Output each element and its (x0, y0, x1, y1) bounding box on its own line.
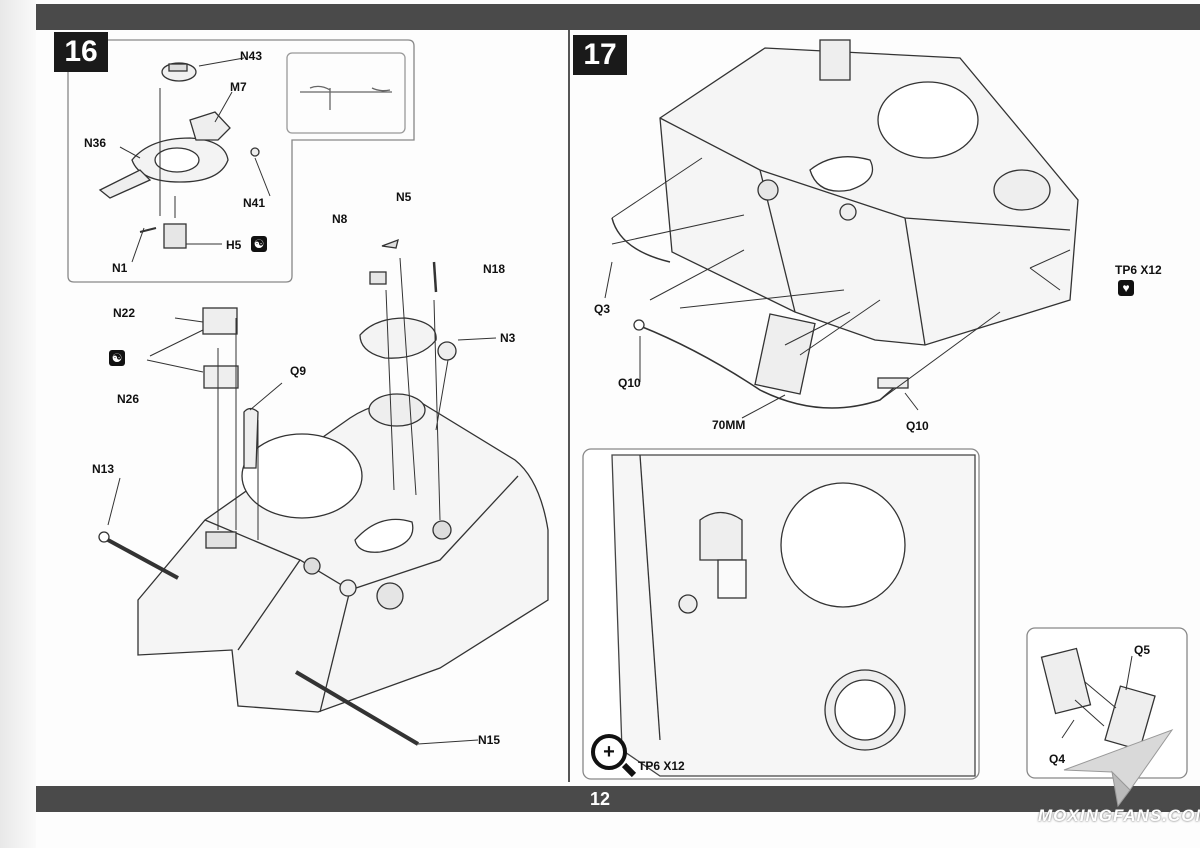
step16-inset-box (286, 52, 406, 134)
top-banner (36, 4, 1200, 30)
part-label-q10-right: Q10 (906, 419, 929, 433)
part-label-n15: N15 (478, 733, 501, 747)
part-label-n3: N3 (500, 331, 516, 345)
part-label-n26: N26 (117, 392, 140, 406)
part-label-n43: N43 (240, 49, 263, 63)
part-label-q10-left: Q10 (618, 376, 641, 390)
page-binding-edge (0, 0, 36, 848)
broken-heart-icon: ♥ (1118, 280, 1134, 296)
part-label-n22: N22 (113, 306, 136, 320)
part-label-n8: N8 (332, 212, 348, 226)
part-label-n5: N5 (396, 190, 412, 204)
part-label-n36: N36 (84, 136, 107, 150)
step16-turret (137, 400, 549, 713)
yin-yang-icon: ☯ (251, 236, 267, 252)
watermark-text: MOXINGFANS.COM (1038, 806, 1200, 825)
part-label-n13: N13 (92, 462, 115, 476)
part-label-tp6-x12: TP6 X12 (1115, 263, 1162, 277)
part-label-n18: N18 (483, 262, 506, 276)
magnifier-plus-icon: + (591, 734, 627, 770)
part-label-q4: Q4 (1049, 752, 1066, 766)
step-17-number: 17 (573, 35, 627, 75)
yin-yang-icon: ☯ (109, 350, 125, 366)
step16-subassembly-panel (67, 39, 415, 283)
part-label-tp6-x12-detail: TP6 X12 (638, 759, 685, 773)
step-16-number: 16 (54, 32, 108, 72)
page-number: 12 (560, 786, 640, 812)
watermark-logo (1063, 728, 1174, 808)
part-label-n1: N1 (112, 261, 128, 275)
part-label-h5: H5 (226, 238, 242, 252)
part-label-q5: Q5 (1134, 643, 1151, 657)
part-label-n41: N41 (243, 196, 266, 210)
part-label-q3: Q3 (594, 302, 611, 316)
part-label-q9: Q9 (290, 364, 307, 378)
page-divider (568, 30, 570, 782)
part-label-70mm: 70MM (712, 418, 746, 432)
part-label-m7: M7 (230, 80, 247, 94)
